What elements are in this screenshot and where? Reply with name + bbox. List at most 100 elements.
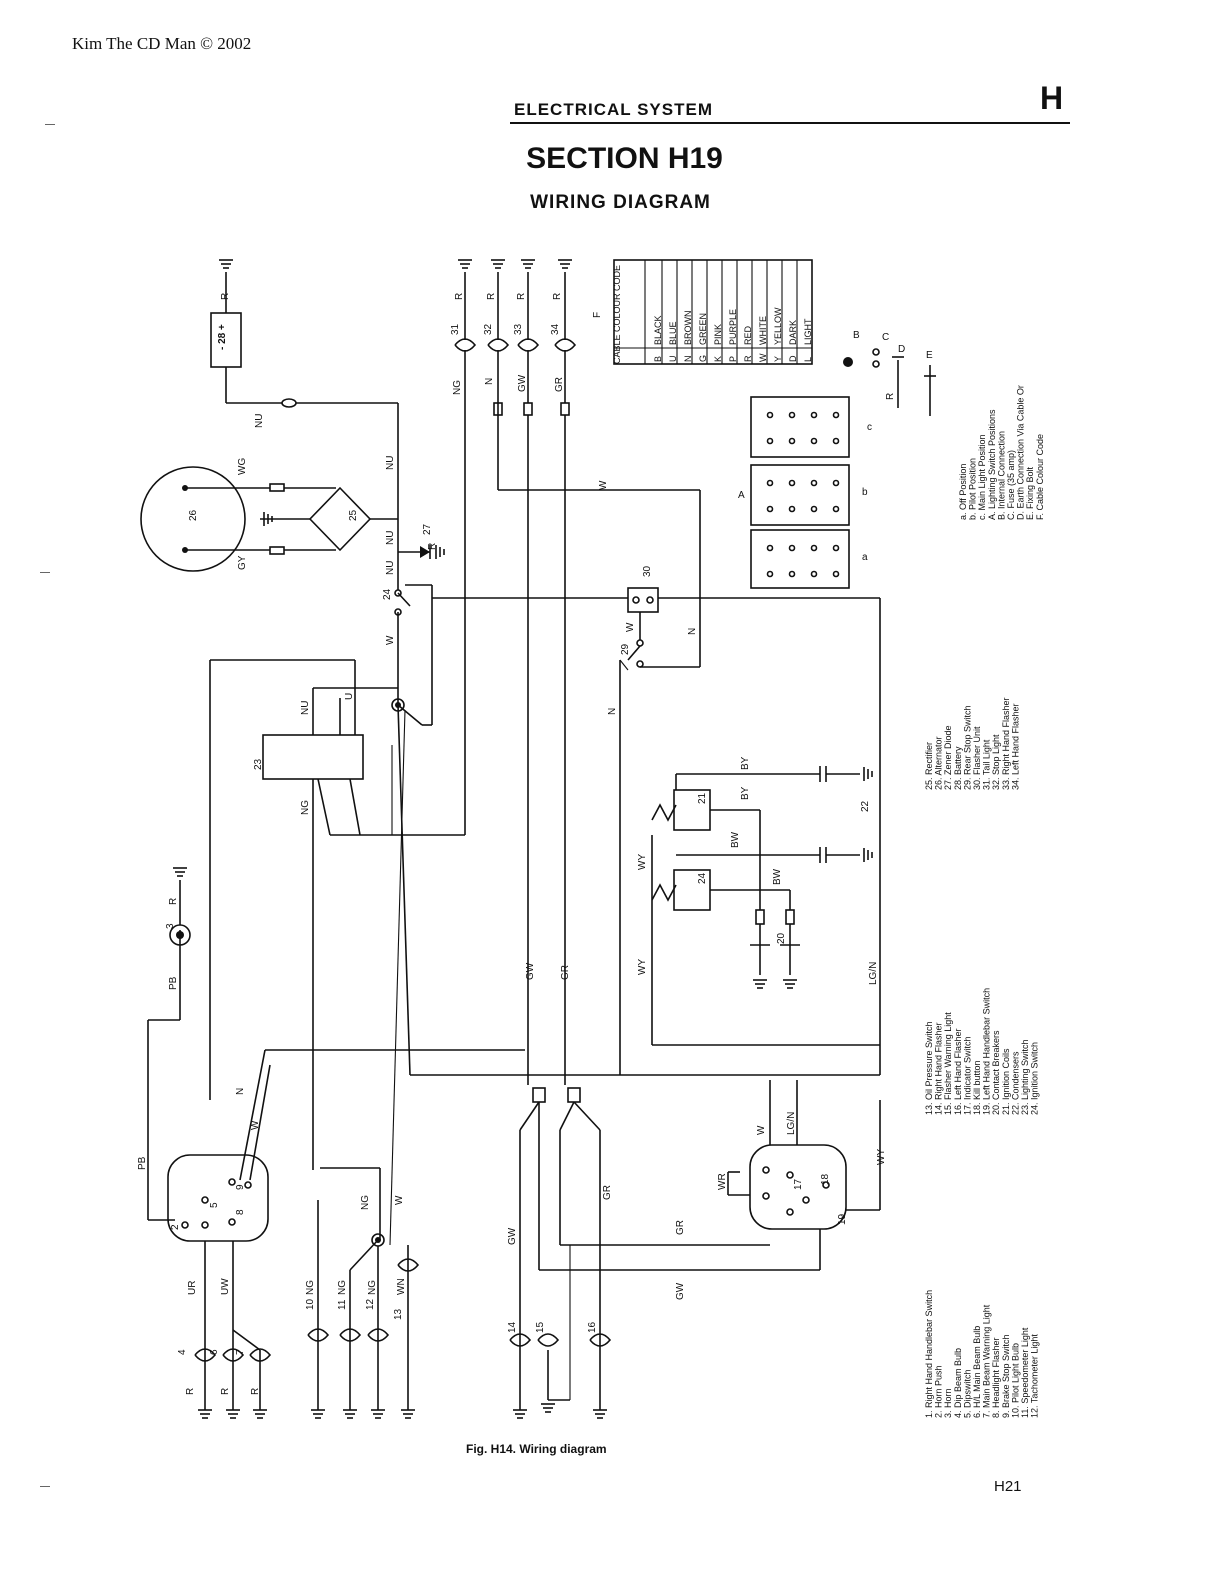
legend-item: 5. Dipswitch (962, 1369, 972, 1418)
section-letter: H (1040, 80, 1064, 116)
wire-gr-3: GR (602, 1185, 613, 1200)
wire-w-3: W (625, 622, 636, 632)
legend-item: c. Main Light Position (977, 434, 987, 520)
earth-icon (401, 1409, 415, 1419)
comp-32: 32 (483, 323, 494, 335)
comp-9: 9 (235, 1184, 246, 1190)
wire-gw-2: GW (525, 962, 536, 980)
table-code: U (668, 356, 678, 363)
symbol-key: B C D E (843, 330, 936, 416)
legend-item: 11. Speedometer Light (1020, 1327, 1030, 1418)
symbol-C: C (882, 332, 889, 343)
earth-icon (458, 259, 472, 269)
contact (810, 437, 818, 445)
wire-ng-2: NG (452, 380, 463, 395)
cable-colour-table: CABLE COLOUR CODE F BBLACKUBLUENBROWNGGR… (592, 259, 813, 365)
wire-r-31: R (454, 293, 465, 300)
table-colour: GREEN (698, 313, 708, 345)
contact (810, 505, 818, 513)
legend-item: 7. Main Beam Warning Light (982, 1304, 992, 1418)
comp-14: 14 (507, 1321, 518, 1333)
contact (832, 570, 840, 578)
comp-7: 7 (235, 1349, 246, 1355)
table-colour: DARK (788, 320, 798, 345)
earth-icon (863, 767, 873, 781)
comp-16: 16 (587, 1321, 598, 1333)
contact (788, 505, 796, 513)
table-code: L (803, 357, 813, 362)
wire-ng-1: NG (300, 800, 311, 815)
panel-label-a: a (862, 552, 868, 563)
wire-wr: WR (717, 1173, 728, 1190)
comp-26: 26 (188, 509, 199, 521)
legend-item: 15. Flasher Warning Light (943, 1012, 953, 1115)
legend-item: A. Lighting Switch Positions (987, 409, 997, 520)
comp-8: 8 (235, 1209, 246, 1215)
wire-nu-5: NU (300, 701, 311, 715)
wire-r-32: R (486, 293, 497, 300)
wire-wy-1: WY (637, 854, 648, 870)
table-code: P (728, 356, 738, 362)
wire-by-2: BY (740, 786, 751, 800)
wire-ng-6: NG (367, 1280, 378, 1295)
comp-4: 4 (177, 1349, 188, 1355)
earth-icon (198, 1409, 212, 1419)
wire-gw-1: GW (517, 374, 528, 392)
lighting-switch-23 (262, 734, 364, 780)
panel-b (750, 464, 850, 526)
wire-w-2: W (598, 480, 609, 490)
wire-wy-3: WY (876, 1149, 887, 1165)
legend-item: 31. Tail Light (982, 739, 992, 790)
earth-icon (753, 979, 767, 989)
comp-25: 25 (348, 509, 359, 521)
legend-item: F. Cable Colour Code (1035, 434, 1045, 520)
table-code: Y (773, 356, 783, 362)
figure-caption: Fig. H14. Wiring diagram (466, 1442, 607, 1456)
legend-item: 30. Flasher Unit (972, 726, 982, 790)
table-colour: BROWN (683, 311, 693, 346)
wire-nu-3: NU (385, 531, 396, 545)
earth-icon (783, 979, 797, 989)
table-code: N (683, 356, 693, 363)
table-code: D (788, 355, 798, 362)
legend-item: 13. Oil Pressure Switch (924, 1021, 934, 1115)
table-rows: BBLACKUBLUENBROWNGGREENKPINKPPURPLERREDW… (653, 260, 813, 364)
earth-icon (371, 1409, 385, 1419)
comp-15: 15 (535, 1321, 546, 1333)
battery-label: - 28 + (217, 324, 228, 350)
legend-item: 14. Right Hand Flasher (934, 1022, 944, 1115)
earth-icon (435, 545, 445, 559)
earth-icon (521, 259, 535, 269)
comp-12: 12 (365, 1298, 376, 1310)
contact (810, 570, 818, 578)
earth-icon (226, 1409, 240, 1419)
wire-nu-4: NU (385, 561, 396, 575)
legend-item: 3. Horn (943, 1388, 953, 1418)
table-code: G (698, 355, 708, 362)
contact (788, 411, 796, 419)
contact (788, 437, 796, 445)
wire-w-1: W (385, 635, 396, 645)
legend-item: 6. H/L Main Beam Bulb (972, 1326, 982, 1418)
comp-27: 27 (422, 523, 433, 535)
comp-5: 5 (209, 1202, 220, 1208)
legend-item: E. Fixing Bolt (1025, 466, 1035, 520)
table-code: B (653, 356, 663, 362)
wire-r-4: R (185, 1388, 196, 1395)
panel-label-c: c (867, 422, 872, 433)
table-colour: BLUE (668, 321, 678, 345)
contact (832, 411, 840, 419)
legend-item: D. Earth Connection Via Cable Or (1016, 385, 1026, 520)
panel-label-b: b (862, 487, 868, 498)
wire-colour-labels: R - 28 + NU NU NU NU NU WG GY U NG NG W … (137, 293, 896, 1395)
legend-item: 29. Rear Stop Switch (962, 705, 972, 790)
comp-6: 6 (209, 1349, 220, 1355)
wire-gr-2: GR (560, 965, 571, 980)
comp-2: 2 (170, 1224, 181, 1230)
wire-r-battery: R (220, 293, 231, 300)
system-heading: ELECTRICAL SYSTEM (514, 100, 713, 119)
symbol-E: E (926, 350, 933, 361)
